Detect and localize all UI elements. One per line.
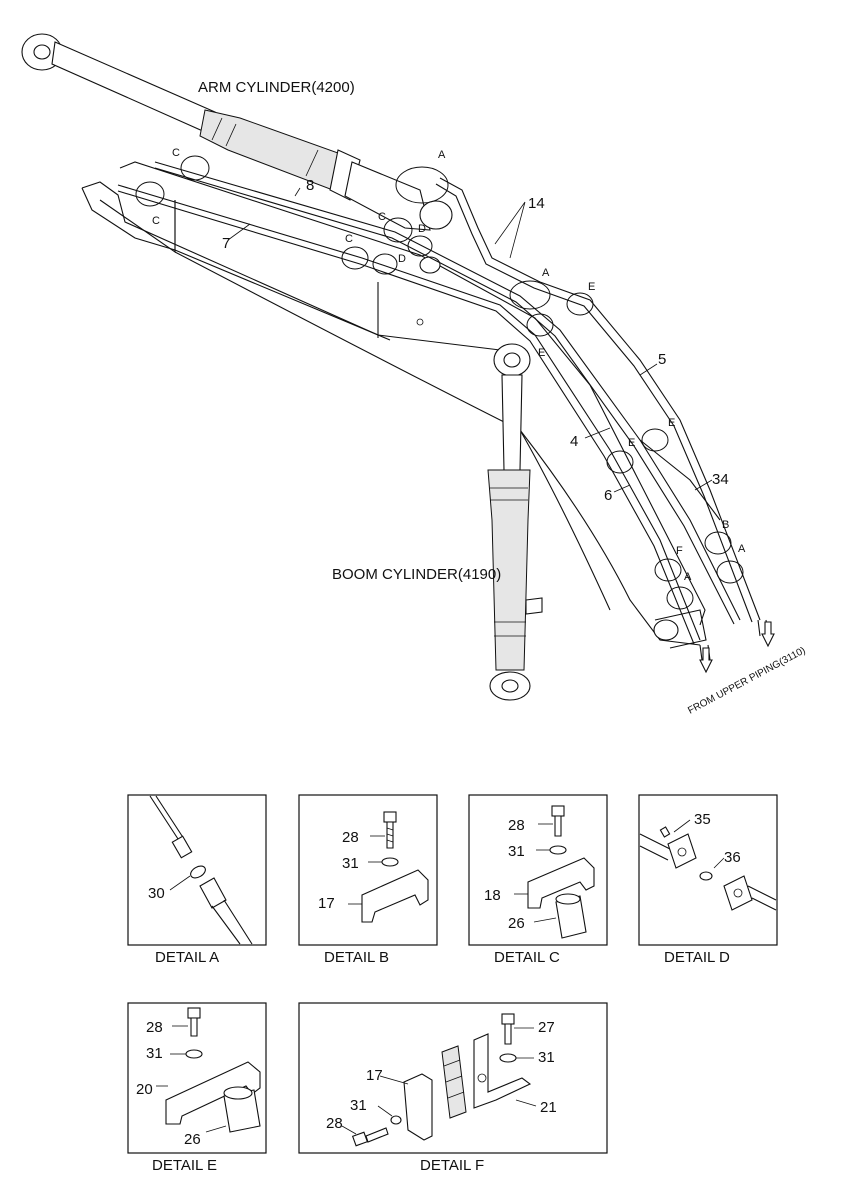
- detail-a-part-30: 30: [148, 885, 165, 902]
- arrow-up-icon: [761, 621, 775, 648]
- detail-c-part-31: 31: [508, 843, 525, 860]
- callout-7: 7: [222, 235, 230, 252]
- marker-e-4: E: [628, 437, 635, 449]
- arm-cylinder: [21, 33, 453, 231]
- detail-b-caption: DETAIL B: [324, 949, 389, 966]
- arm-cylinder-label: ARM CYLINDER(4200): [198, 79, 355, 96]
- marker-e-2: E: [538, 347, 545, 359]
- detail-e-part-20: 20: [136, 1081, 153, 1098]
- boom: [81, 161, 707, 649]
- marker-a-3: A: [738, 543, 746, 555]
- detail-d: 35 36: [638, 794, 778, 946]
- detail-d-frame: [638, 794, 778, 946]
- boom-cylinder-label: BOOM CYLINDER(4190): [332, 566, 501, 583]
- detail-c-part-28: 28: [508, 817, 525, 834]
- detail-c-caption: DETAIL C: [494, 949, 560, 966]
- detail-markers: [135, 155, 744, 610]
- detail-e-part-31: 31: [146, 1045, 163, 1062]
- detail-f-caption: DETAIL F: [420, 1157, 484, 1174]
- boom-bottom-edge: [174, 251, 701, 646]
- detail-f: 27 31 17 31 21 28: [298, 1002, 608, 1154]
- detail-e-part-26: 26: [184, 1131, 201, 1148]
- marker-c-3: C: [378, 211, 386, 223]
- leader-lines: [227, 187, 713, 493]
- pipe-14-5: [439, 177, 761, 621]
- detail-a: 30: [127, 794, 267, 946]
- marker-e-3: E: [668, 417, 675, 429]
- callout-8: 8: [306, 177, 314, 194]
- callout-5: 5: [658, 351, 666, 368]
- detail-e-part-28: 28: [146, 1019, 163, 1036]
- marker-f: F: [676, 545, 683, 557]
- detail-f-part-31-left: 31: [350, 1097, 367, 1114]
- detail-f-part-27: 27: [538, 1019, 555, 1036]
- arm-cylinder-pin-bore: [33, 44, 51, 60]
- callout-4: 4: [570, 433, 578, 450]
- detail-c-part-26: 26: [508, 915, 525, 932]
- detail-b-part-17: 17: [318, 895, 335, 912]
- detail-f-part-21: 21: [540, 1099, 557, 1116]
- boom-cylinder-rod: [501, 374, 523, 471]
- detail-c: 28 31 18 26: [468, 794, 608, 946]
- detail-d-part-36: 36: [724, 849, 741, 866]
- detail-e-caption: DETAIL E: [152, 1157, 217, 1174]
- marker-c-2: C: [152, 215, 160, 227]
- arm-cylinder-barrel: [199, 109, 353, 193]
- callout-6: 6: [604, 487, 612, 504]
- marker-d-2: D: [398, 253, 406, 265]
- detail-f-part-28: 28: [326, 1115, 343, 1132]
- marker-c-4: C: [345, 233, 353, 245]
- pipe-34: [639, 439, 721, 521]
- marker-a-2: A: [542, 267, 550, 279]
- detail-f-part-31-right: 31: [538, 1049, 555, 1066]
- detail-d-part-35: 35: [694, 811, 711, 828]
- callout-14: 14: [528, 195, 545, 212]
- detail-d-caption: DETAIL D: [664, 949, 730, 966]
- marker-e-1: E: [588, 281, 595, 293]
- detail-f-part-17: 17: [366, 1067, 383, 1084]
- boom-cylinder-barrel: [487, 469, 531, 671]
- marker-b: B: [722, 519, 729, 531]
- inlet-arrows: [699, 621, 775, 674]
- arm-cylinder-rod: [51, 41, 216, 133]
- marker-d-1: D: [418, 223, 426, 235]
- boom-cylinder: [487, 343, 543, 701]
- pipe-8-4: [154, 161, 741, 621]
- marker-c-1: C: [172, 147, 180, 159]
- boom-top-edge: [119, 161, 706, 626]
- detail-b-part-28: 28: [342, 829, 359, 846]
- detail-b: 28 31 17: [298, 794, 438, 946]
- boom-foot-pin: [653, 619, 679, 641]
- marker-a-4: A: [684, 571, 692, 583]
- arm-cylinder-head-eye: [419, 200, 453, 230]
- hydraulic-pipes: [117, 161, 769, 661]
- detail-a-caption: DETAIL A: [155, 949, 219, 966]
- detail-e: 28 31 20 26: [127, 1002, 267, 1154]
- marker-a-1: A: [438, 149, 446, 161]
- detail-c-part-18: 18: [484, 887, 501, 904]
- callout-34: 34: [712, 471, 729, 488]
- detail-b-part-31: 31: [342, 855, 359, 872]
- arrow-up-icon: [699, 647, 713, 674]
- arm-cylinder-head: [344, 161, 431, 231]
